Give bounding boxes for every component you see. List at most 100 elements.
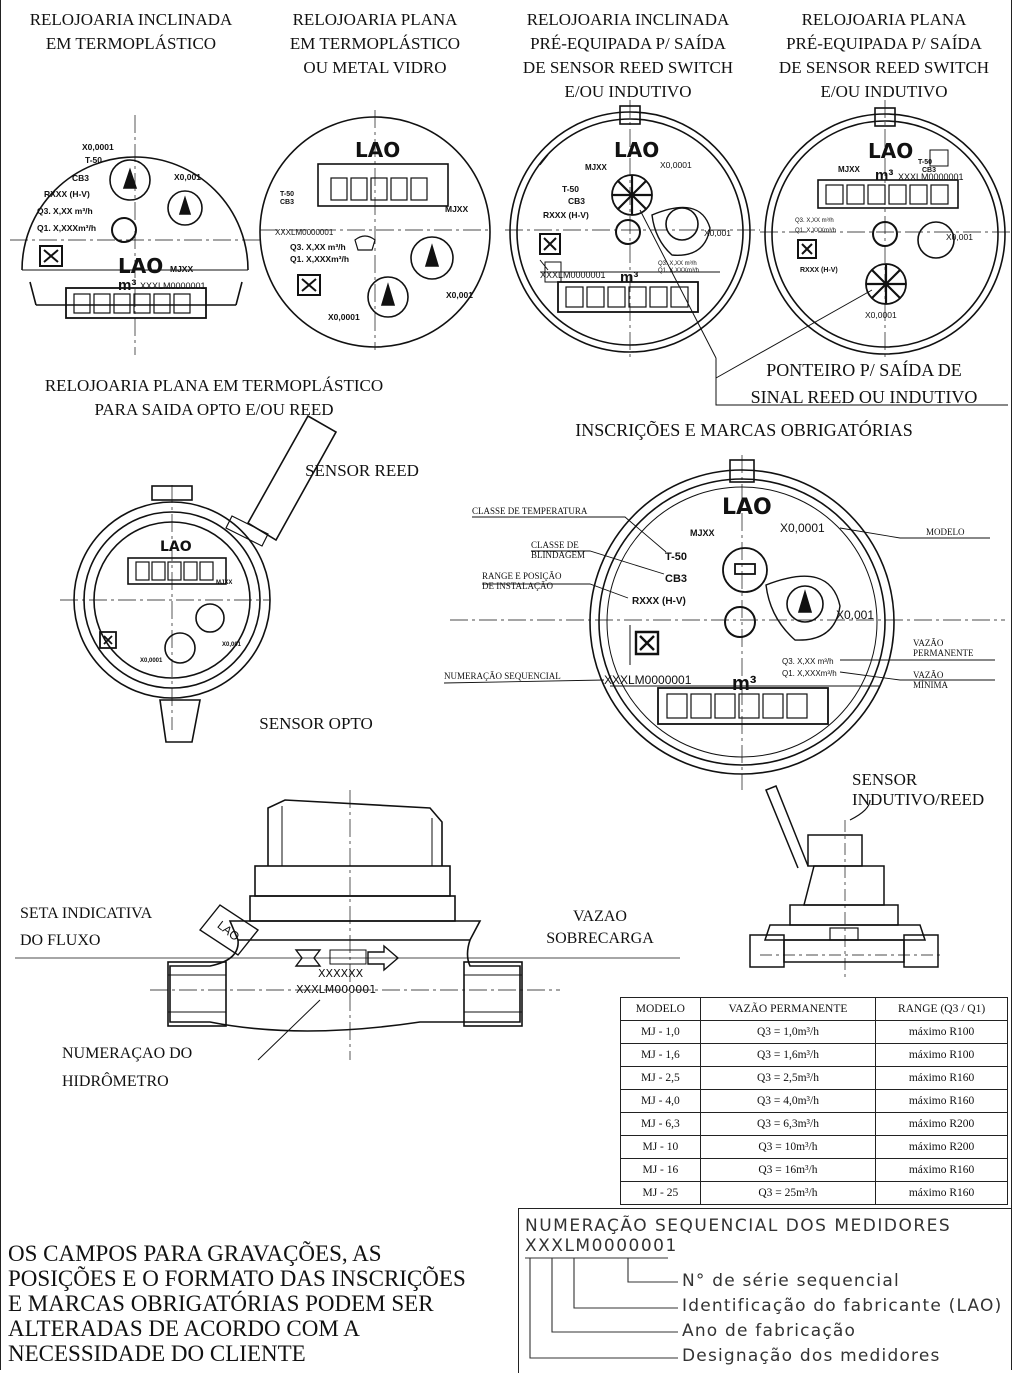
header-range: RANGE (Q3 / Q1) — [875, 997, 1008, 1021]
dial4-mjxx: MJXX — [838, 165, 860, 174]
spec-table: MODELO VAZÃO PERMANENTE RANGE (Q3 / Q1) … — [620, 997, 1008, 1205]
label-dial-inclinada: RELOJOARIA INCLINADA EM TERMOPLÁSTICO — [29, 10, 233, 53]
dial2-mjxx: MJXX — [445, 204, 468, 214]
dial1-serial: XXXLM0000001 — [140, 281, 206, 291]
dial-inclinada — [10, 115, 260, 355]
dial3-q3: Q3. X,XX m³/h — [658, 261, 697, 267]
label-sensor-reed: SENSOR REED — [305, 461, 419, 480]
label-numeracao-hidrometro: NUMERAÇAO DO HIDRÔMETRO — [62, 1045, 193, 1090]
header-vazao: VAZÃO PERMANENTE — [699, 997, 877, 1021]
dial2-cb3: CB3 — [280, 199, 294, 206]
dial1-x001: X0,001 — [174, 172, 201, 182]
dial1-q1: Q1. X,XXXm³/h — [37, 223, 96, 233]
dial3-x0001: X0,0001 — [660, 160, 692, 170]
dial4-t50: T-50 — [918, 159, 932, 166]
label-dial-inclinada-reed: RELOJOARIA INCLINADA PRÉ-EQUIPADA P/ SAÍ… — [522, 10, 734, 101]
insc-x001: X0,001 — [836, 608, 874, 622]
dial1-x0001: X0,0001 — [82, 142, 114, 152]
insc-q3: Q3. X,XX m³/h — [782, 657, 834, 666]
sequencial-item-ano: Ano de fabricação — [682, 1321, 857, 1341]
dial2-x001: X0,001 — [446, 290, 473, 300]
label-sensor-opto: SENSOR OPTO — [259, 714, 373, 733]
dial1-m3: m³ — [118, 277, 136, 294]
label-classe-temperatura: CLASSE DE TEMPERATURA — [472, 506, 588, 516]
dial3-brand: LAO — [614, 138, 659, 162]
label-vazao-sobrecarga: VAZAO SOBRECARGA — [546, 908, 654, 947]
insc-m3: m³ — [732, 673, 757, 695]
dial-opto — [60, 414, 338, 743]
dial4-q1: Q1. X,XXXm³/h — [795, 228, 836, 234]
label-vazao-permanente: VAZÃO PERMANENTE — [913, 638, 974, 658]
label-vazao-minima: VAZÃO MÍNIMA — [913, 670, 948, 690]
opto-x001: X0,001 — [222, 642, 242, 648]
ponteiro-leader — [715, 358, 1008, 406]
insc-x0001: X0,0001 — [780, 521, 825, 535]
insc-brand: LAO — [722, 495, 772, 520]
label-modelo: MODELO — [926, 527, 965, 537]
dial1-cb3: CB3 — [72, 173, 89, 183]
sequencial-leaders — [525, 1257, 678, 1359]
dial2-t50: T-50 — [280, 191, 294, 198]
dial2-q1: Q1. X,XXXm³/h — [290, 254, 349, 264]
label-opto-title: RELOJOARIA PLANA EM TERMOPLÁSTICO PARA S… — [44, 376, 384, 419]
dial4-serial: XXXLM0000001 — [898, 172, 964, 182]
dial4-rxxx: RXXX (H-V) — [800, 267, 838, 274]
dial4-m3: m³ — [875, 167, 893, 184]
meter-code2: XXXLM000001 — [296, 983, 376, 996]
dial2-serial: XXXLM0000001 — [275, 228, 334, 237]
sequencial-item-serie: N° de série sequencial — [682, 1271, 900, 1291]
label-sensor-indutivo: SENSOR INDUTIVO/REED — [852, 770, 985, 809]
dial-plana-reed — [760, 100, 1010, 360]
dial4-cb3: CB3 — [922, 167, 936, 174]
label-numeracao-seq: NUMERAÇÃO SEQUENCIAL — [444, 671, 561, 681]
label-dial-plana: RELOJOARIA PLANA EM TERMOPLÁSTICO OU MET… — [289, 10, 461, 77]
dial4-x0001: X0,0001 — [865, 310, 897, 320]
sequencial-box — [518, 1208, 1012, 1373]
note-text: OS CAMPOS PARA GRAVAÇÕES, AS POSIÇÕES E … — [8, 1241, 466, 1366]
insc-t50: T-50 — [665, 551, 687, 563]
insc-serial: XXXLM0000001 — [604, 673, 692, 687]
insc-q1: Q1. X,XXXm³/h — [782, 669, 837, 678]
dial1-rxxx: RXXX (H-V) — [44, 189, 90, 199]
dial4-q3: Q3. X,XX m³/h — [795, 218, 834, 224]
dial3-mjxx: MJXX — [585, 163, 607, 172]
dial3-rxxx: RXXX (H-V) — [543, 210, 589, 220]
label-range-posicao: RANGE E POSIÇÃO DE INSTALAÇÃO — [482, 571, 562, 591]
dial1-mjxx: MJXX — [170, 264, 193, 274]
dial-inscricoes — [450, 455, 1005, 790]
dial4-x001: X0,001 — [946, 232, 973, 242]
label-ponteiro: PONTEIRO P/ SAÍDA DE SINAL REED OU INDUT… — [750, 360, 978, 407]
insc-mjxx: MJXX — [690, 528, 715, 538]
label-inscricoes: INSCRIÇÕES E MARCAS OBRIGATÓRIAS — [575, 420, 913, 440]
opto-x0001: X0,0001 — [140, 658, 163, 664]
label-classe-blindagem: CLASSE DE BLINDAGEM — [531, 540, 585, 560]
sequencial-code: XXXLM0000001 — [525, 1236, 678, 1256]
opto-brand: LAO — [160, 539, 192, 555]
dial3-x001: X0,001 — [704, 228, 731, 238]
inscricoes-leaders — [443, 516, 995, 684]
dial2-x0001: X0,0001 — [328, 312, 360, 322]
dial4-brand: LAO — [868, 139, 913, 163]
meter-small-sensor — [749, 785, 940, 980]
meter-code1: XXXXXX — [318, 967, 364, 980]
insc-rxxx: RXXX (H-V) — [632, 596, 686, 607]
sequencial-item-designacao: Designação dos medidores — [682, 1346, 941, 1366]
sequencial-item-fabricante: Identificação do fabricante (LAO) — [682, 1296, 1003, 1316]
opto-mjxx: MJXX — [216, 580, 232, 586]
dial1-t50: T-50 — [85, 155, 102, 165]
label-seta-fluxo: SETA INDICATIVA DO FLUXO — [20, 905, 153, 949]
dial3-q1: Q1. X,XXXm³/h — [658, 268, 699, 274]
label-dial-plana-reed: RELOJOARIA PLANA PRÉ-EQUIPADA P/ SAÍDA D… — [778, 10, 990, 101]
dial2-q3: Q3. X,XX m³/h — [290, 242, 346, 252]
dial3-m3: m³ — [620, 269, 638, 286]
dial2-brand: LAO — [355, 138, 400, 162]
